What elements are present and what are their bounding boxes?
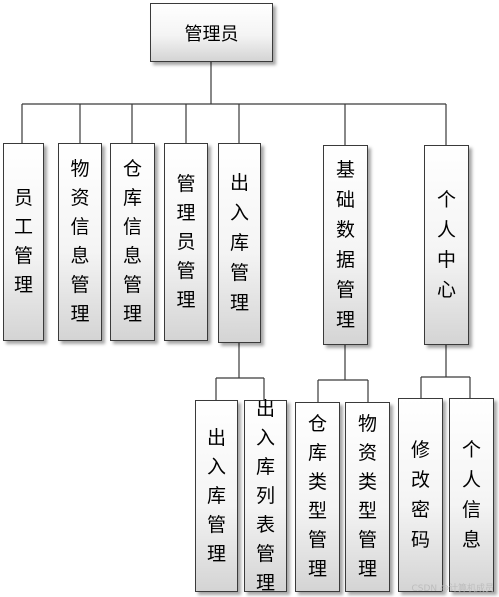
level2-label-warehouse-type: 仓库类型管理	[307, 413, 327, 580]
level1-label-inout: 出入库管理	[229, 172, 249, 314]
level2-label-inout-manage: 出入库管理	[206, 426, 226, 565]
level1-label-personal-center: 个人中心	[436, 189, 456, 301]
level2-node-material-type: 物资类型管理	[345, 402, 390, 592]
level2-node-warehouse-type: 仓库类型管理	[295, 402, 340, 592]
root-node: 管理员	[150, 3, 273, 62]
level1-node-admin: 管理员管理	[164, 143, 208, 341]
level1-label-material-info: 物资信息管理	[70, 158, 90, 325]
level2-label-personal-info: 个人信息	[461, 439, 481, 551]
level2-node-inout-manage: 出入库管理	[195, 400, 238, 592]
level1-label-admin: 管理员管理	[176, 172, 196, 311]
root-label: 管理员	[184, 23, 239, 45]
level2-node-change-password: 修改密码	[398, 398, 443, 592]
level1-node-material-info: 物资信息管理	[58, 143, 102, 341]
level1-node-staff: 员工管理	[3, 143, 44, 341]
level1-label-basic-data: 基础数据管理	[335, 159, 355, 331]
level2-label-change-password: 修改密码	[410, 439, 430, 551]
level2-label-inout-list: 出入库列表管理	[255, 397, 275, 594]
watermark-text: CSDN @计算机成员	[411, 584, 494, 594]
level2-label-material-type: 物资类型管理	[357, 413, 377, 580]
level1-node-warehouse-info: 仓库信息管理	[110, 143, 155, 341]
level2-node-personal-info: 个人信息	[449, 398, 494, 592]
level2-node-inout-list: 出入库列表管理	[244, 398, 287, 594]
level1-node-inout: 出入库管理	[218, 143, 261, 343]
level1-label-warehouse-info: 仓库信息管理	[122, 158, 142, 325]
level1-node-personal-center: 个人中心	[424, 145, 469, 345]
level1-label-staff: 员工管理	[13, 187, 33, 296]
level1-node-basic-data: 基础数据管理	[323, 145, 368, 345]
